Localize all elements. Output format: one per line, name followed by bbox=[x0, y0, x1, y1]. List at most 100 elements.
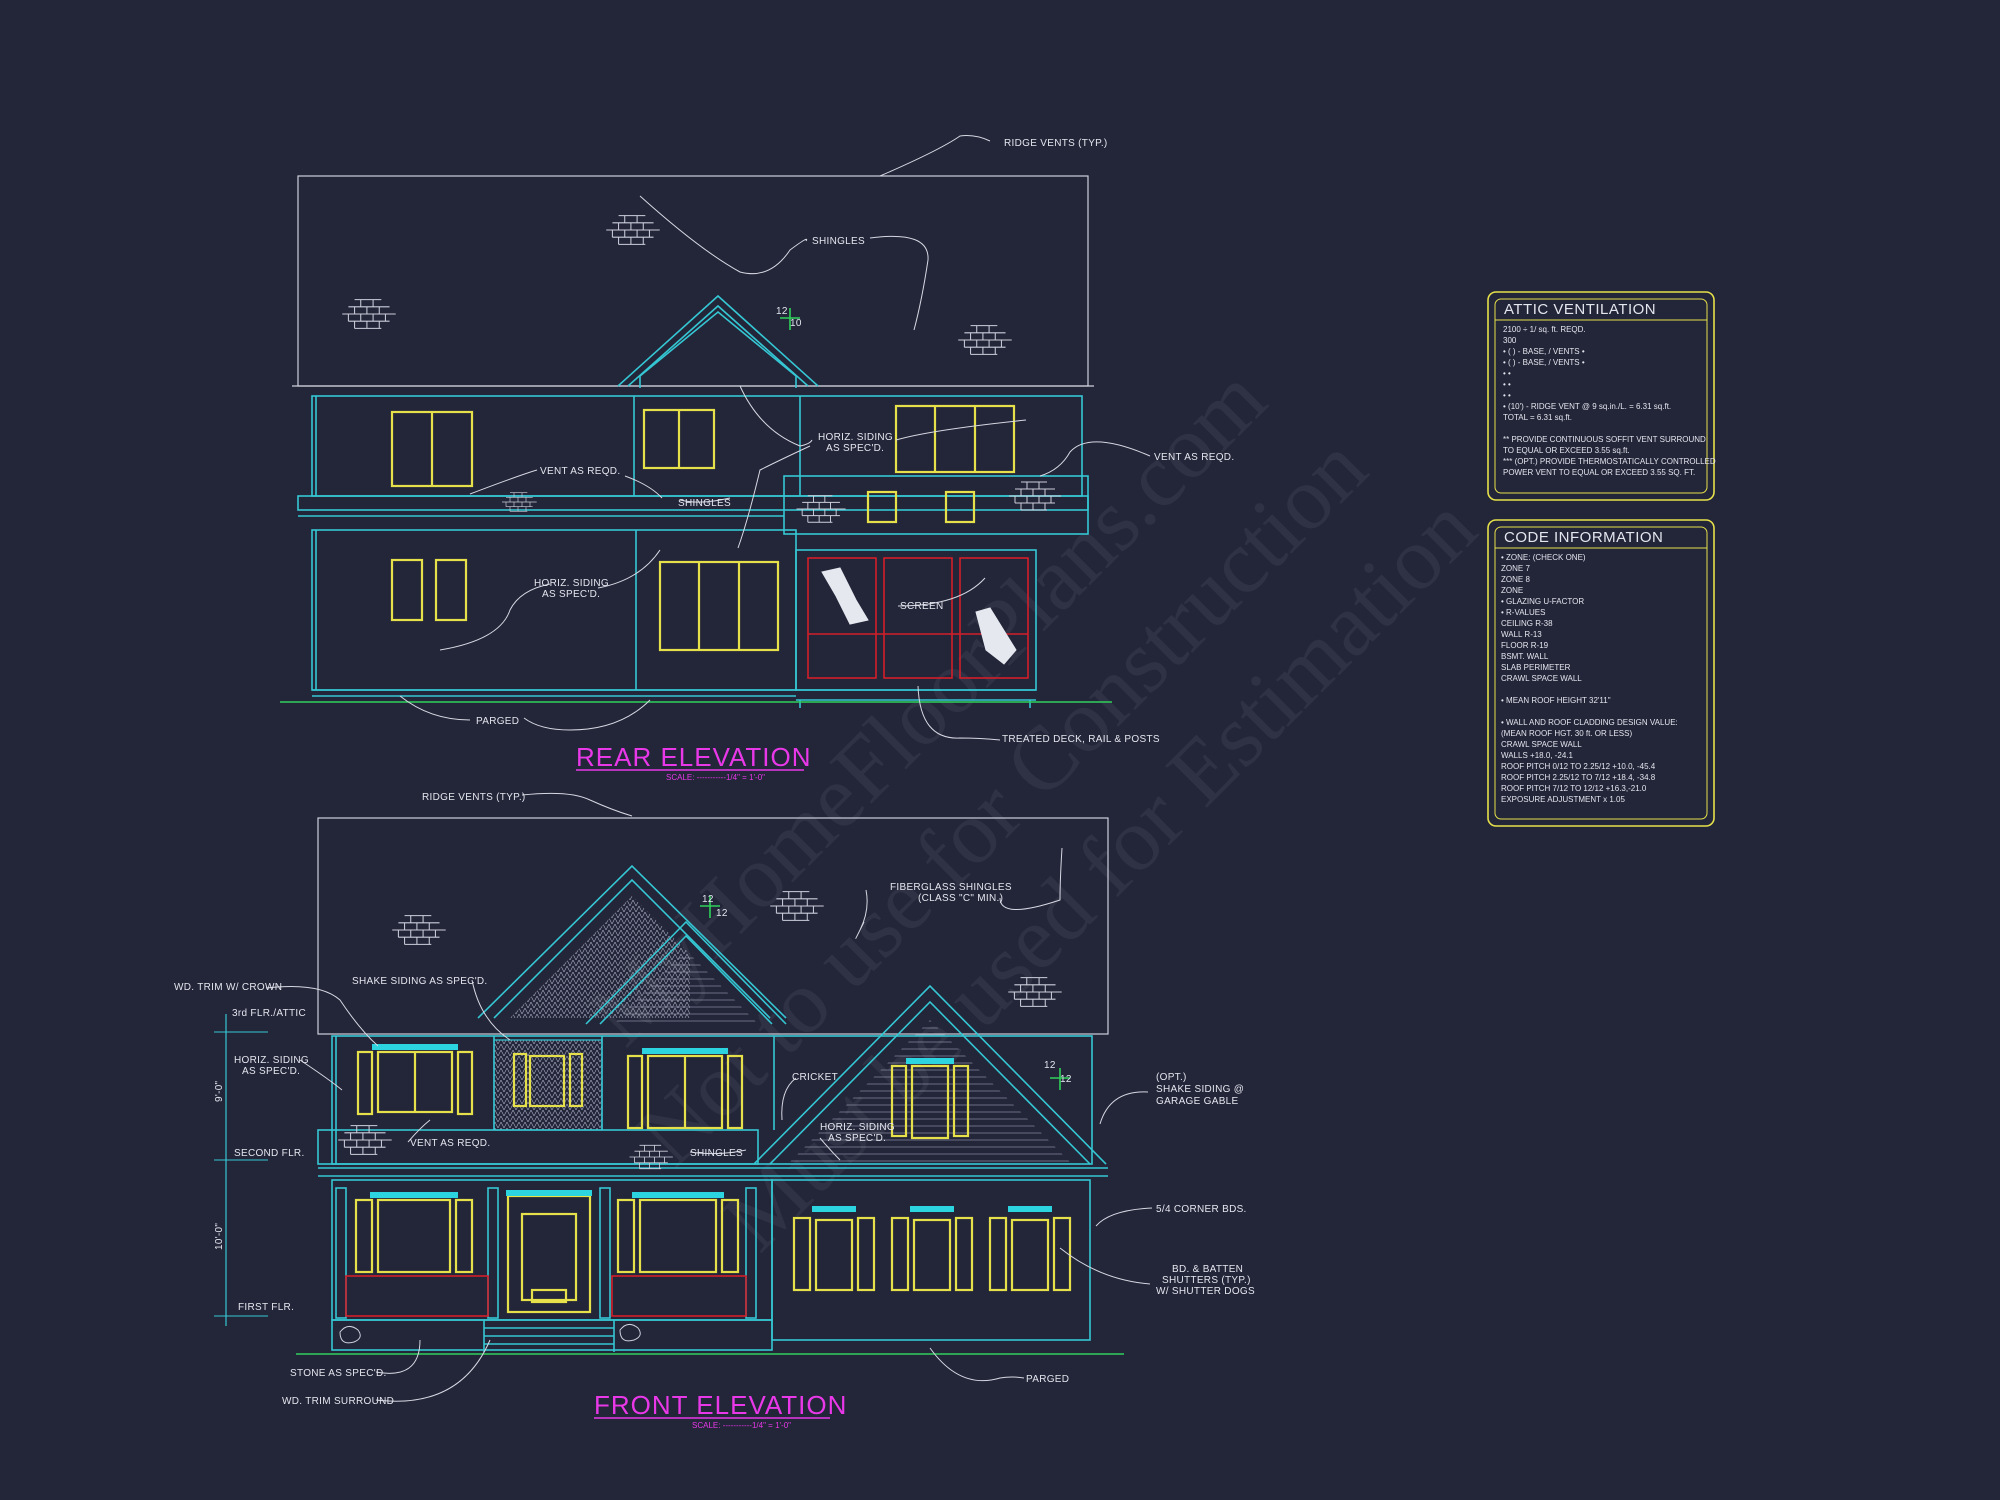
front-door bbox=[506, 1190, 592, 1314]
rear-label-vent-reqd-right: VENT AS REQD. bbox=[1154, 452, 1234, 463]
front-window-upper-3 bbox=[626, 1048, 744, 1130]
front-dimension-line: 9'-0" 10'-0" bbox=[214, 1014, 268, 1326]
attic-ventilation-title: ATTIC VENTILATION bbox=[1504, 301, 1656, 318]
code-line: FLOOR R-19 bbox=[1501, 641, 1549, 650]
front-window-garage-3 bbox=[988, 1206, 1072, 1292]
code-line: EXPOSURE ADJUSTMENT x 1.05 bbox=[1501, 795, 1625, 804]
front-label-shutters-1: BD. & BATTEN bbox=[1172, 1264, 1243, 1275]
code-line: CRAWL SPACE WALL bbox=[1501, 740, 1582, 749]
code-line: ZONE bbox=[1501, 586, 1523, 595]
front-label-opt-2: SHAKE SIDING @ bbox=[1156, 1084, 1244, 1095]
front-elevation-title: FRONT ELEVATION bbox=[594, 1390, 847, 1420]
front-label-shingles: SHINGLES bbox=[690, 1148, 743, 1159]
attic-ventilation-box: ATTIC VENTILATION 2100 ÷ 1/ sq. ft. REQD… bbox=[1487, 291, 1716, 501]
rear-label-ridge-vents: RIDGE VENTS (TYP.) bbox=[1004, 138, 1108, 149]
front-label-horiz-siding-2: HORIZ. SIDING bbox=[820, 1122, 895, 1133]
rear-label-horiz-siding-2: HORIZ. SIDING bbox=[534, 578, 609, 589]
rear-label-horiz-siding-1: HORIZ. SIDING bbox=[818, 432, 893, 443]
code-line: WALLS +18.0, -24.1 bbox=[1501, 751, 1574, 760]
front-label-vent-reqd: VENT AS REQD. bbox=[410, 1138, 490, 1149]
front-label-opt-1: (OPT.) bbox=[1156, 1072, 1187, 1083]
front-window-upper-1 bbox=[356, 1044, 474, 1116]
front-garage-wall bbox=[771, 1179, 1091, 1341]
code-line: SLAB PERIMETER bbox=[1501, 663, 1571, 672]
front-label-shutters-2: SHUTTERS (TYP.) bbox=[1162, 1275, 1251, 1286]
front-label-first-flr: FIRST FLR. bbox=[238, 1302, 294, 1313]
front-foundation bbox=[331, 1319, 773, 1351]
attic-line: • • bbox=[1503, 380, 1511, 389]
rear-lower-wall bbox=[311, 529, 797, 691]
attic-line: TOTAL = 6.31 sq.ft. bbox=[1503, 413, 1572, 422]
attic-line: 2100 ÷ 1/ sq. ft. REQD. bbox=[1503, 325, 1586, 334]
front-garage-gable bbox=[753, 984, 1107, 1165]
code-information-text: • ZONE: (CHECK ONE) ZONE 7 ZONE 8 ZONE• … bbox=[1501, 553, 1678, 804]
front-window-lower-1 bbox=[354, 1192, 474, 1274]
rear-elevation: 12 10 bbox=[280, 135, 1234, 782]
attic-line: 300 bbox=[1503, 336, 1517, 345]
front-label-trim-surround: WD. TRIM SURROUND bbox=[282, 1396, 394, 1407]
front-window-upper-4 bbox=[890, 1058, 970, 1140]
front-dim-upper: 9'-0" bbox=[214, 1080, 225, 1102]
rear-window-5 bbox=[434, 558, 468, 622]
front-label-fiberglass-2: (CLASS "C" MIN.) bbox=[918, 893, 1003, 904]
front-label-wd-trim-crown: WD. TRIM W/ CROWN bbox=[174, 982, 282, 993]
attic-line: • ( ) - BASE, / VENTS • bbox=[1503, 358, 1585, 367]
rear-window-6 bbox=[658, 560, 780, 652]
rear-vent-2 bbox=[944, 490, 976, 524]
front-label-horiz-siding-1b: AS SPEC'D. bbox=[242, 1066, 300, 1077]
front-label-corner-bds: 5/4 CORNER BDS. bbox=[1156, 1204, 1247, 1215]
rear-roof bbox=[297, 175, 1089, 387]
attic-line: *** (OPT.) PROVIDE THERMOSTATICALLY CONT… bbox=[1503, 457, 1716, 466]
front-label-cricket: CRICKET bbox=[792, 1072, 838, 1083]
attic-line: • • bbox=[1503, 391, 1511, 400]
rear-screen-porch bbox=[795, 549, 1037, 708]
code-line: (MEAN ROOF HGT. 30 ft. OR LESS) bbox=[1501, 729, 1632, 738]
front-shake-gable bbox=[477, 864, 787, 1019]
attic-line: • ( ) - BASE, / VENTS • bbox=[1503, 347, 1585, 356]
code-line: WALL R-13 bbox=[1501, 630, 1542, 639]
rear-label-deck: TREATED DECK, RAIL & POSTS bbox=[1002, 734, 1160, 745]
front-window-garage-1 bbox=[792, 1206, 876, 1292]
code-line: ROOF PITCH 7/12 TO 12/12 +16.3,-21.0 bbox=[1501, 784, 1647, 793]
rear-elevation-title: REAR ELEVATION bbox=[576, 742, 812, 772]
front-label-ridge-vents: RIDGE VENTS (TYP.) bbox=[422, 792, 526, 803]
code-line: ROOF PITCH 0/12 TO 2.25/12 +10.0, -45.4 bbox=[1501, 762, 1656, 771]
code-line: BSMT. WALL bbox=[1501, 652, 1549, 661]
front-label-opt-3: GARAGE GABLE bbox=[1156, 1096, 1239, 1107]
code-line: ZONE 8 bbox=[1501, 575, 1530, 584]
front-center-gable bbox=[585, 920, 787, 1025]
front-elevation: 12 12 12 12 bbox=[174, 792, 1255, 1430]
rear-label-screen: SCREEN bbox=[900, 601, 943, 612]
code-line: • GLAZING U-FACTOR bbox=[1501, 597, 1584, 606]
front-railing-right bbox=[611, 1275, 747, 1317]
code-line: • R-VALUES bbox=[1501, 608, 1545, 617]
attic-line: ** PROVIDE CONTINUOUS SOFFIT VENT SURROU… bbox=[1503, 435, 1706, 444]
front-label-second-flr: SECOND FLR. bbox=[234, 1148, 305, 1159]
front-label-third-flr: 3rd FLR./ATTIC bbox=[232, 1008, 306, 1019]
code-line: CRAWL SPACE WALL bbox=[1501, 674, 1582, 683]
front-porch-roof bbox=[317, 1129, 759, 1165]
code-line: CEILING R-38 bbox=[1501, 619, 1553, 628]
code-line: • ZONE: (CHECK ONE) bbox=[1501, 553, 1586, 562]
front-elevation-scale: SCALE: -----------1/4" = 1'-0" bbox=[692, 1421, 791, 1430]
front-pitch-b: 12 bbox=[716, 908, 728, 919]
front-railing-left bbox=[345, 1275, 489, 1317]
front-pitch-c: 12 bbox=[1044, 1060, 1056, 1071]
rear-pitch-b: 10 bbox=[790, 318, 802, 329]
attic-ventilation-text: 2100 ÷ 1/ sq. ft. REQD. 300 • ( ) - BASE, … bbox=[1503, 325, 1716, 477]
front-label-horiz-siding-2b: AS SPEC'D. bbox=[828, 1133, 886, 1144]
code-information-title: CODE INFORMATION bbox=[1504, 529, 1663, 546]
front-label-shake-siding: SHAKE SIDING AS SPEC'D. bbox=[352, 976, 488, 987]
attic-line: POWER VENT TO EQUAL OR EXCEED 3.55 SQ. F… bbox=[1503, 468, 1695, 477]
attic-line: TO EQUAL OR EXCEED 3.55 sq.ft. bbox=[1503, 446, 1630, 455]
front-window-upper-2 bbox=[512, 1052, 584, 1108]
rear-window-2 bbox=[642, 408, 716, 470]
rear-elevation-scale: SCALE: -----------1/4" = 1'-0" bbox=[666, 773, 765, 782]
front-pitch-a: 12 bbox=[702, 894, 714, 905]
front-label-stone: STONE AS SPEC'D. bbox=[290, 1368, 387, 1379]
rear-gable bbox=[617, 294, 819, 387]
front-label-parged: PARGED bbox=[1026, 1374, 1069, 1385]
rear-window-1 bbox=[390, 410, 474, 488]
front-label-shutters-3: W/ SHUTTER DOGS bbox=[1156, 1286, 1255, 1297]
